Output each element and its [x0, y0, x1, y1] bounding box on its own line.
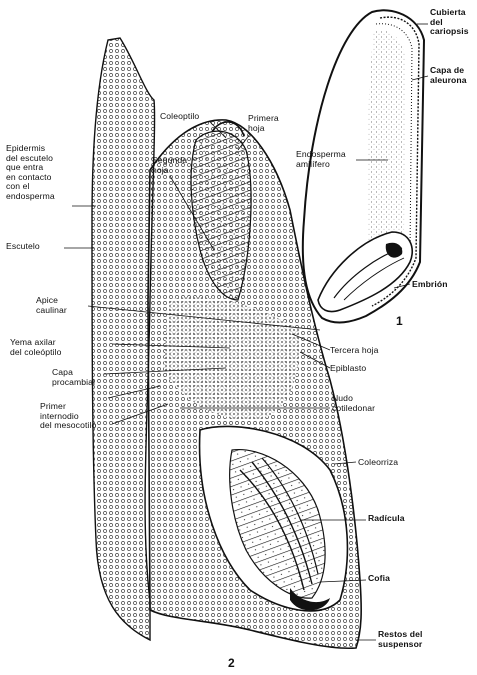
scutellum-shape — [92, 38, 155, 640]
endosperm-region — [367, 30, 406, 247]
label-apice-caulinar: Apice caulinar — [36, 296, 67, 315]
label-epidermis-escutelo: Epidermis del escutelo que entra en cont… — [6, 144, 55, 202]
label-coleorriza: Coleorriza — [358, 458, 398, 468]
label-escutelo: Escutelo — [6, 242, 40, 252]
figure-number-1: 1 — [396, 314, 403, 328]
label-capa-procambial: Capa procambial — [52, 368, 95, 387]
label-tercera-hoja: Tercera hoja — [330, 346, 379, 356]
label-cofia: Cofia — [368, 574, 390, 584]
label-endosperma: Endosperma amilífero — [296, 150, 346, 169]
label-capa-aleurona: Capa de aleurona — [430, 66, 467, 85]
label-nudo-cotiledonar: Nudo cotiledonar — [332, 394, 375, 413]
label-primera-hoja: Primera hoja — [248, 114, 279, 133]
label-coleoptilo: Coleoptilo — [160, 112, 199, 122]
label-embrion: Embrión — [412, 280, 448, 290]
label-cubierta: Cubierta del cariopsis — [430, 8, 469, 37]
label-radicula: Radícula — [368, 514, 405, 524]
figure-number-2: 2 — [228, 656, 235, 670]
label-primer-internodio: Primer internodio del mesocotilo — [40, 402, 96, 431]
label-segunda-hoja: Segunda hoja — [152, 156, 187, 175]
label-restos-suspensor: Restos del suspensor — [378, 630, 422, 649]
label-epiblasto: Epiblasto — [330, 364, 366, 374]
label-yema-axilar: Yema axilar del coleóptilo — [10, 338, 62, 357]
